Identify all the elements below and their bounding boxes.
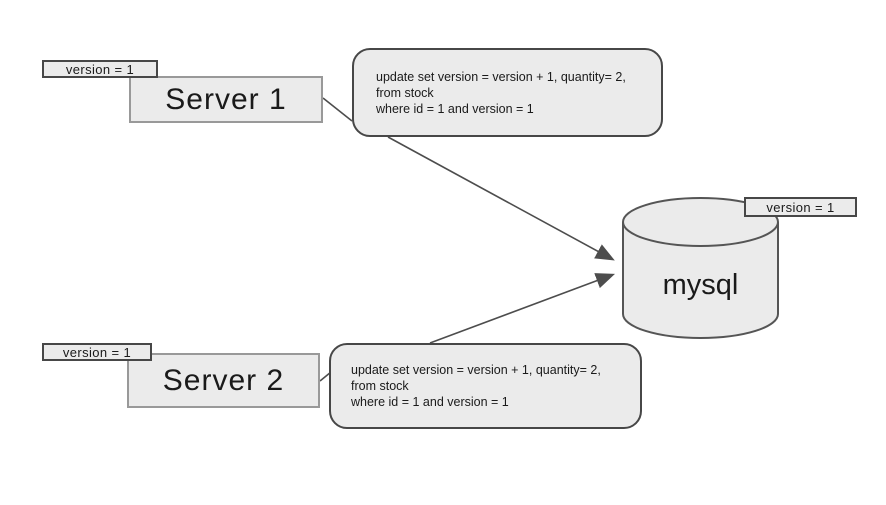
server1-callout-connector (322, 97, 353, 122)
query2-line1: update set version = version + 1, quanti… (351, 363, 601, 377)
mysql-node-label: mysql (662, 268, 739, 301)
version-label-server2: version = 1 (42, 343, 152, 361)
query2-line2: from stock (351, 379, 409, 393)
query1-to-mysql-arrow (387, 136, 615, 261)
query1-line2: from stock (376, 85, 434, 100)
database-cylinder-icon (622, 197, 779, 339)
version-label-database: version = 1 (744, 197, 857, 217)
query2-callout: update set version = version + 1, quanti… (329, 343, 642, 429)
version-label-server1: version = 1 (42, 60, 158, 78)
query1-line1: update set version = version + 1, quanti… (376, 69, 626, 84)
server2-node: Server 2 (127, 353, 320, 408)
server1-node: Server 1 (129, 76, 323, 123)
query2-line3: where id = 1 and version = 1 (351, 395, 509, 409)
query2-to-mysql-arrow (429, 273, 615, 344)
query1-callout: update set version = version + 1, quanti… (352, 48, 663, 137)
query1-line3: where id = 1 and version = 1 (376, 101, 534, 116)
